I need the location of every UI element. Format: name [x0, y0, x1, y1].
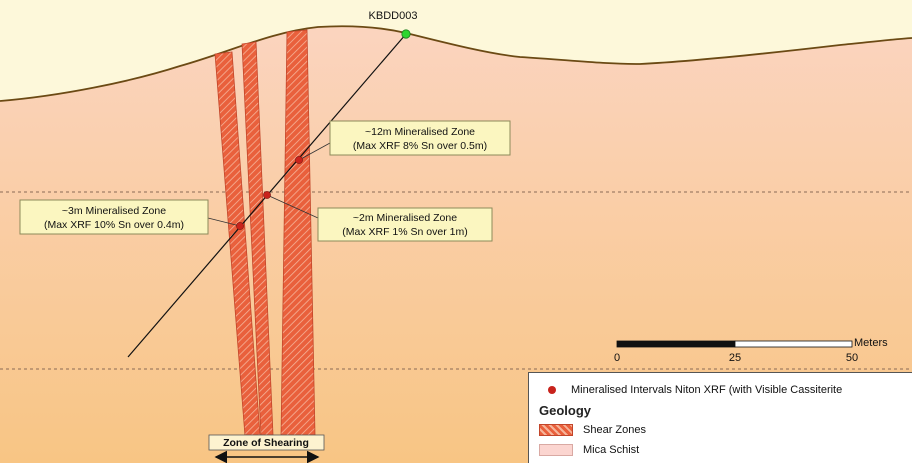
scale-tick-label: 50: [846, 352, 858, 364]
callout-detail: (Max XRF 8% Sn over 0.5m): [353, 140, 487, 152]
callout-box: [329, 120, 511, 156]
zone-of-shearing: Zone of Shearing: [208, 434, 325, 463]
legend-title: Geology: [539, 403, 592, 418]
shear-zones: [214, 29, 316, 437]
mica-schist-swatch: [539, 444, 573, 456]
callout-leader-twelve: [298, 142, 331, 161]
callout-leader-three: [207, 217, 241, 227]
scale-bar-unit: Meters: [854, 337, 888, 349]
mineralised-interval-marker: [263, 191, 271, 199]
scale-tick-label: 0: [614, 352, 620, 364]
drillhole-collar-marker: [401, 29, 411, 39]
legend-item-shear-zones: Shear Zones: [539, 424, 646, 436]
scale-tick-label: 25: [729, 352, 741, 364]
scale-bar-segment-black: [616, 340, 736, 348]
callout-title: ~3m Mineralised Zone: [62, 205, 166, 217]
ground-surface-line: [0, 25, 912, 102]
legend: Mineralised Intervals Niton XRF (with Vi…: [528, 372, 912, 463]
callout-detail: (Max XRF 1% Sn over 1m): [342, 226, 467, 238]
zone-of-shearing-label: Zone of Shearing: [223, 437, 309, 449]
callout-box: [317, 207, 493, 242]
legend-item-label: Mica Schist: [583, 444, 640, 456]
callout-title: ~12m Mineralised Zone: [365, 126, 475, 138]
legend-intervals-row: Mineralised Intervals Niton XRF (with Vi…: [529, 384, 842, 396]
callout-leader-two: [266, 194, 319, 219]
shear-zones-swatch: [539, 424, 573, 436]
mineralised-interval-marker: [295, 156, 303, 164]
zone-of-shearing-box: [208, 434, 325, 451]
legend-intervals-label: Mineralised Intervals Niton XRF (with Vi…: [571, 384, 843, 396]
callout-three: ~3m Mineralised Zone (Max XRF 10% Sn ove…: [19, 199, 209, 235]
callout-detail: (Max XRF 10% Sn over 0.4m): [44, 219, 184, 231]
scale-bar-segment-white: [734, 340, 853, 348]
scale-bar: Meters 0 25 50: [614, 337, 888, 364]
callout-two: ~2m Mineralised Zone (Max XRF 1% Sn over…: [317, 207, 493, 242]
legend-item-mica-schist: Mica Schist: [539, 444, 639, 456]
legend-item-label: Shear Zones: [583, 424, 646, 436]
callout-title: ~2m Mineralised Zone: [353, 212, 457, 224]
callout-twelve: ~12m Mineralised Zone (Max XRF 8% Sn ove…: [329, 120, 511, 156]
drillhole-label: KBDD003: [369, 10, 418, 22]
callout-box: [19, 199, 209, 235]
mineralised-interval-marker: [236, 222, 244, 230]
mineralised-interval-legend-marker: [548, 386, 556, 394]
